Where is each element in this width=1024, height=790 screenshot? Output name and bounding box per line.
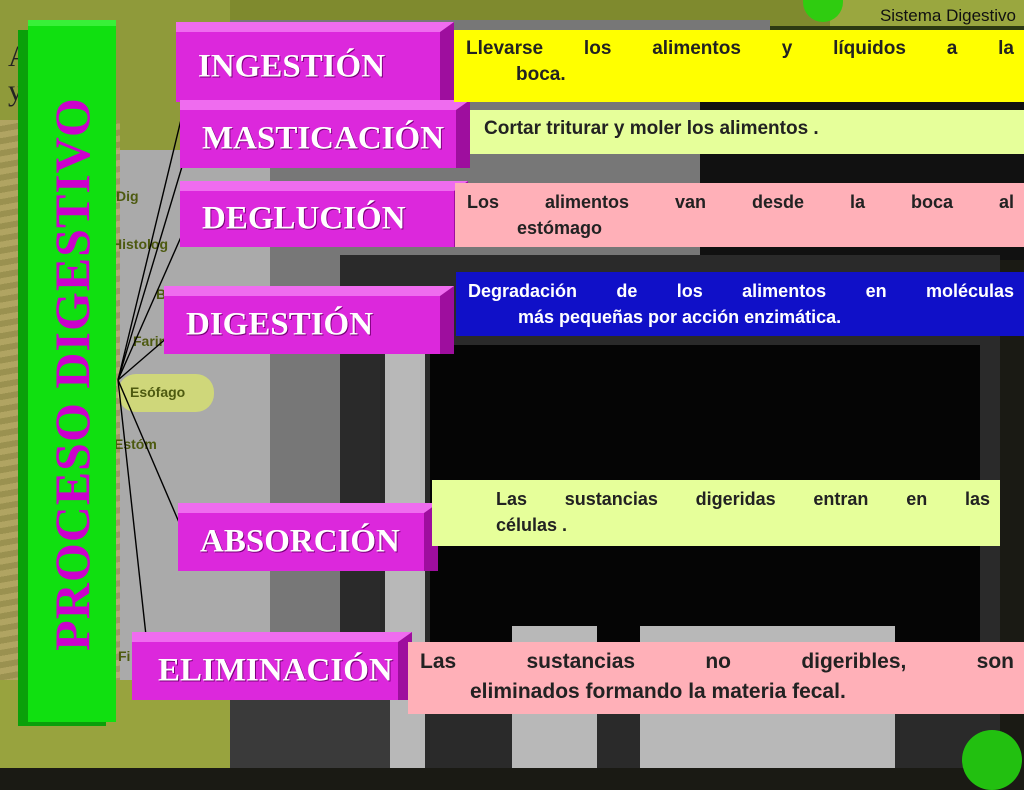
step-masticacion: MASTICACIÓN	[180, 100, 470, 168]
step-label: DIGESTIÓN	[186, 306, 374, 343]
background-item: Dig	[116, 188, 139, 204]
desc-eliminacion: Las sustancias no digeribles, son elimin…	[408, 642, 1024, 714]
left-text-fragment: A y	[8, 40, 30, 107]
header-title: Sistema Digestivo	[879, 6, 1016, 25]
step-absorcion: ABSORCIÓN	[178, 503, 438, 571]
step-label: DEGLUCIÓN	[202, 200, 406, 237]
background-lower-panel	[230, 700, 390, 768]
step-label: ABSORCIÓN	[200, 523, 400, 560]
desc-digestion: Degradación de los alimentos en molécula…	[456, 272, 1024, 336]
desc-ingestion: Llevarse los alimentos y líquidos a la b…	[454, 30, 1024, 102]
step-label: ELIMINACIÓN	[158, 652, 393, 689]
step-ingestion: INGESTIÓN	[176, 22, 454, 102]
step-deglucion: DEGLUCIÓN	[180, 181, 468, 247]
background-top-right	[830, 0, 1024, 26]
step-eliminacion: ELIMINACIÓN	[132, 632, 412, 700]
background-item: Histolog	[112, 236, 168, 252]
background-item: Fi	[118, 648, 131, 664]
arrow-deglucion	[117, 209, 194, 381]
step-digestion: DIGESTIÓN	[164, 286, 454, 354]
step-label: MASTICACIÓN	[202, 120, 445, 157]
step-label: INGESTIÓN	[198, 48, 386, 85]
desc-deglucion: Los alimentos van desde la boca al estóm…	[455, 183, 1024, 247]
title-bar	[28, 26, 116, 722]
background-pill	[118, 374, 214, 412]
desc-masticacion: Cortar triturar y moler los alimentos .	[470, 110, 1024, 154]
arrow-masticacion	[117, 137, 193, 381]
decorative-green-circle	[803, 0, 843, 22]
arrow-eliminacion	[117, 379, 155, 675]
background-item: Esófago	[130, 384, 186, 400]
desc-absorcion: Las sustancias digeridas entran en las c…	[432, 480, 1000, 546]
background-item: B	[156, 286, 167, 302]
